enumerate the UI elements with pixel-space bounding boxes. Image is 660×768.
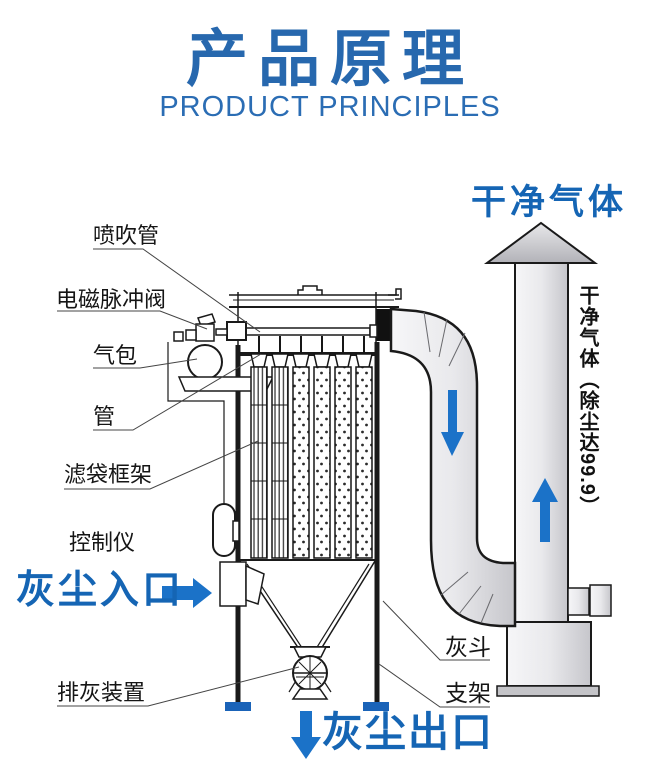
label-ash-hopper: 灰斗	[445, 634, 491, 660]
stack-pedestal	[506, 621, 592, 687]
air-bag-leader	[93, 358, 198, 369]
dust-inlet-right-arrow-icon	[162, 578, 212, 608]
label-clean-gas: 干净气体	[471, 183, 628, 222]
label-pipe: 管	[93, 404, 116, 429]
blow-pipe-shape	[245, 327, 371, 336]
outlet-connector	[376, 309, 391, 341]
support-leader	[378, 663, 490, 708]
rotary-valve	[290, 646, 330, 700]
pulse-cleaning-assembly	[167, 313, 378, 557]
page-title: 产品原理	[185, 25, 474, 94]
label-clean-gas-note: 干净气体（除尘达99.9）	[576, 285, 598, 517]
control-wiring	[167, 342, 225, 506]
label-dust-outlet: 灰尘出口	[322, 709, 494, 755]
label-pulse-valve: 电磁脉冲阀	[56, 287, 167, 312]
filter-bags	[250, 336, 373, 559]
outlet-duct	[376, 307, 517, 628]
dust-outlet-down-arrow-icon	[291, 711, 321, 759]
chimney-flow-up-arrow-icon	[532, 478, 558, 542]
label-filter-bag-frame: 滤袋框架	[64, 462, 153, 487]
pipe-leader	[93, 353, 262, 431]
right-foot	[363, 702, 389, 711]
exhaust-stack	[483, 221, 612, 697]
page-subtitle: PRODUCT PRINCIPLES	[159, 91, 501, 123]
stack-base-flange	[496, 685, 600, 697]
air-bag-shape	[187, 344, 223, 380]
label-blow-pipe: 喷吹管	[93, 223, 160, 248]
blow-pipe-leader	[93, 248, 261, 333]
left-foot	[225, 702, 251, 711]
stack-cap	[483, 221, 599, 264]
label-dust-inlet: 灰尘入口	[16, 569, 185, 612]
duct-flow-down-arrow-icon	[441, 390, 464, 456]
ash-discharge-leader	[57, 666, 300, 707]
label-air-bag: 气包	[93, 343, 138, 368]
cover-handle	[297, 285, 323, 295]
label-controller: 控制仪	[69, 530, 136, 555]
leader-lines	[57, 248, 490, 708]
pulse-valve-leader	[57, 310, 208, 330]
label-ash-discharge: 排灰装置	[57, 680, 146, 705]
controller-shape	[212, 503, 236, 557]
label-support-frame: 支架	[445, 680, 491, 706]
bag-cage-2	[271, 366, 289, 559]
hopper-leader	[382, 600, 490, 661]
bag-frame-leader	[64, 440, 259, 490]
filter-bag-3	[292, 366, 310, 559]
stack-stub-pipe	[567, 587, 590, 616]
filter-bag-5	[334, 366, 352, 559]
filter-bag-6	[355, 366, 373, 559]
bag-cage-1	[250, 366, 268, 559]
filter-bag-4	[313, 366, 331, 559]
inlet-duct	[219, 561, 265, 607]
